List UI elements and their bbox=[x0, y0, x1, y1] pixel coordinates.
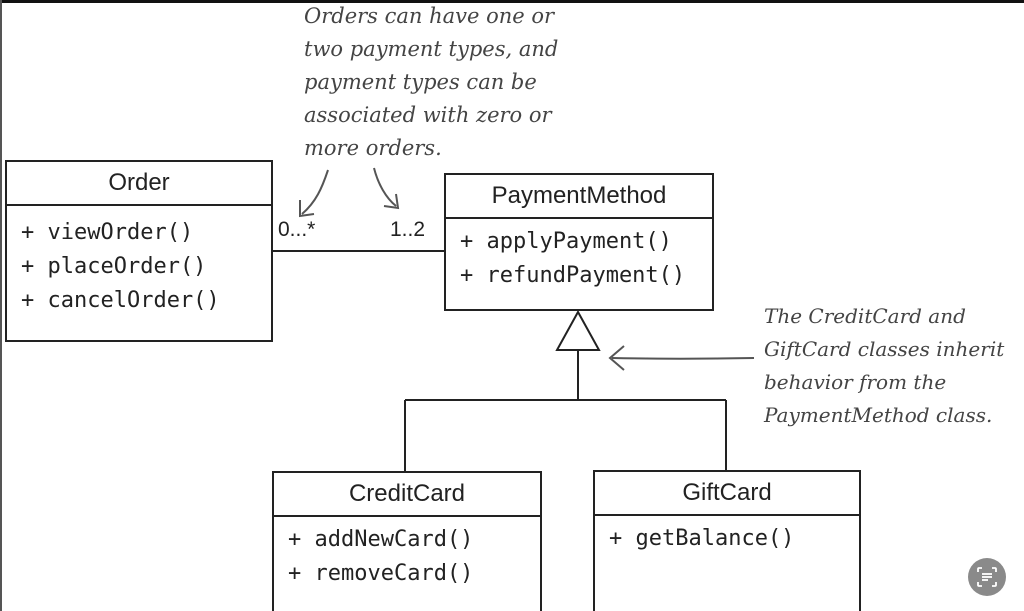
class-gift-card: GiftCard + getBalance() bbox=[593, 470, 861, 611]
text-scan-icon bbox=[977, 567, 997, 587]
class-name: PaymentMethod bbox=[446, 175, 712, 219]
note-line: two payment types, and bbox=[304, 37, 559, 61]
note-arrowhead-triangle bbox=[608, 345, 625, 371]
note-line: Orders can have one or bbox=[304, 4, 555, 28]
note-arrow-to-payment bbox=[373, 167, 397, 207]
method-item: + addNewCard() bbox=[288, 527, 474, 552]
annotation-association: Orders can have one or two payment types… bbox=[304, 0, 558, 165]
method-item: + viewOrder() bbox=[21, 220, 194, 245]
method-item: + removeCard() bbox=[288, 561, 474, 586]
note-line: behavior from the bbox=[764, 370, 947, 394]
note-arrowhead-payment bbox=[383, 193, 400, 210]
method-list: + addNewCard() + removeCard() bbox=[274, 517, 540, 591]
annotation-inheritance: The CreditCard and GiftCard classes inhe… bbox=[764, 300, 1004, 432]
class-name: Order bbox=[7, 162, 271, 206]
method-item: + placeOrder() bbox=[21, 254, 207, 279]
note-line: The CreditCard and bbox=[764, 304, 966, 328]
method-item: + refundPayment() bbox=[460, 263, 686, 288]
note-line: more orders. bbox=[304, 136, 442, 160]
top-border bbox=[0, 0, 1024, 3]
multiplicity-order: 0...* bbox=[278, 218, 316, 241]
note-line: payment types can be bbox=[304, 70, 537, 94]
method-list: + viewOrder() + placeOrder() + cancelOrd… bbox=[7, 206, 271, 318]
note-arrow-to-order bbox=[301, 169, 329, 215]
assist-button[interactable] bbox=[968, 558, 1006, 596]
method-item: + getBalance() bbox=[609, 526, 795, 551]
method-list: + applyPayment() + refundPayment() bbox=[446, 219, 712, 293]
note-line: GiftCard classes inherit bbox=[764, 337, 1005, 361]
class-payment-method: PaymentMethod + applyPayment() + refundP… bbox=[444, 173, 714, 311]
class-credit-card: CreditCard + addNewCard() + removeCard() bbox=[272, 471, 542, 611]
method-item: + applyPayment() bbox=[460, 229, 672, 254]
note-line: associated with zero or bbox=[304, 103, 552, 127]
note-line: PaymentMethod class. bbox=[764, 403, 993, 427]
class-name: GiftCard bbox=[595, 472, 859, 516]
multiplicity-payment: 1..2 bbox=[390, 218, 426, 241]
note-arrowhead-order bbox=[299, 200, 315, 218]
method-item: + cancelOrder() bbox=[21, 288, 220, 313]
inheritance-triangle bbox=[555, 309, 601, 351]
left-border bbox=[0, 0, 2, 611]
note-arrow-to-triangle bbox=[611, 357, 755, 360]
class-name: CreditCard bbox=[274, 473, 540, 517]
method-list: + getBalance() bbox=[595, 516, 859, 556]
class-order: Order + viewOrder() + placeOrder() + can… bbox=[5, 160, 273, 342]
